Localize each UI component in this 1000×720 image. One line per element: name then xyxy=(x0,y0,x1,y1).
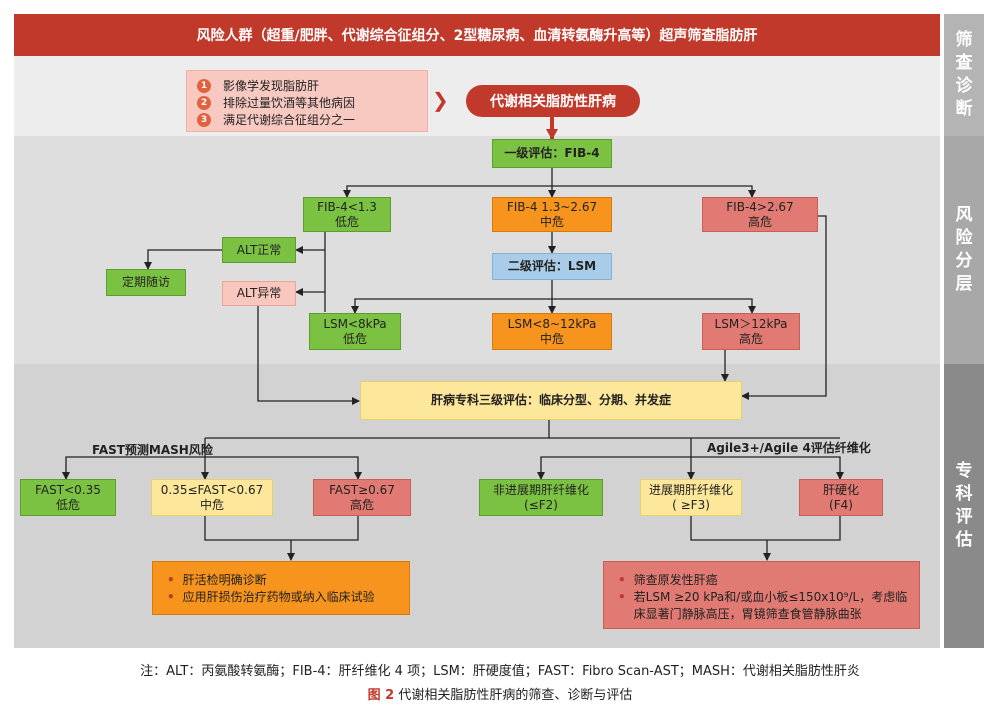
criterion-text: 排除过量饮酒等其他病因 xyxy=(223,96,356,110)
regular-followup: 定期随访 xyxy=(106,269,186,296)
action-text: 肝活检明确诊断 xyxy=(182,573,267,587)
box-line2: (F4) xyxy=(829,497,853,512)
action-item: • 肝活检明确诊断 xyxy=(167,572,399,589)
criterion-text: 影像学发现脂肪肝 xyxy=(223,79,320,93)
box-line2: (≤F2) xyxy=(524,497,558,512)
risk-population-banner: 风险人群（超重/肥胖、代谢综合征组分、2型糖尿病、血清转氨酶升高等）超声筛查脂肪… xyxy=(14,14,940,56)
box-label: 二级评估：LSM xyxy=(507,259,597,273)
number-badge: 3 xyxy=(197,112,211,127)
number-badge: 2 xyxy=(197,95,211,110)
box-label: ALT正常 xyxy=(236,242,282,257)
box-line1: 肝硬化 xyxy=(822,482,859,497)
criterion-1: 1 影像学发现脂肪肝 xyxy=(197,77,319,94)
action-text: 若LSM ≥20 kPa和/或血小板≤150x10⁹/L，考虑临床显著门静脉高压… xyxy=(633,590,908,621)
fibrosis-non-advanced: 非进展期肝纤维化(≤F2) xyxy=(479,479,603,516)
figure-caption: 图 2 代谢相关脂肪性肝病的筛查、诊断与评估 xyxy=(20,684,980,703)
bullet-icon: • xyxy=(167,590,175,604)
box-line1: FIB-4>2.67 xyxy=(726,199,794,214)
box-label: ALT异常 xyxy=(236,286,282,300)
section-label-screening: 筛查诊断 xyxy=(944,14,984,136)
box-line2: 低危 xyxy=(55,497,80,512)
level2-lsm-assessment: 二级评估：LSM xyxy=(492,253,612,280)
alt-normal: ALT正常 xyxy=(222,237,296,263)
box-line1: FAST<0.35 xyxy=(35,482,101,497)
criterion-3: 3 满足代谢综合征组分之一 xyxy=(197,111,355,128)
box-label: 定期随访 xyxy=(121,275,170,289)
caption-text: 代谢相关脂肪性肝病的筛查、诊断与评估 xyxy=(398,688,633,703)
box-line2: 高危 xyxy=(747,214,772,229)
section-label-specialist: 专科评估 xyxy=(944,364,984,648)
bullet-icon: • xyxy=(167,573,175,587)
box-line1: 0.35≤FAST<0.67 xyxy=(160,482,264,497)
action-text: 筛查原发性肝癌 xyxy=(633,573,718,587)
figure-note: 注：ALT：丙氨酸转氨酶；FIB-4：肝纤维化 4 项；LSM：肝硬度值；FAS… xyxy=(140,664,860,679)
fast-label: FAST预测MASH风险 xyxy=(92,443,213,457)
box-line1: LSM＞12kPa xyxy=(714,316,788,331)
diagnosis-mafld: 代谢相关脂肪性肝病 xyxy=(466,85,640,117)
section-label-stratification: 风险分层 xyxy=(944,136,984,364)
box-line1: 非进展期肝纤维化 xyxy=(492,482,589,497)
criterion-text: 满足代谢综合征组分之一 xyxy=(223,113,356,127)
box-line2: ( ≥F3) xyxy=(672,497,710,512)
level3-specialist-assessment: 肝病专科三级评估：临床分型、分期、并发症 xyxy=(360,381,742,420)
box-line2: 低危 xyxy=(334,214,359,229)
level1-fib4-assessment: 一级评估：FIB-4 xyxy=(492,139,612,168)
number-badge: 1 xyxy=(197,78,211,93)
box-line1: FAST≥0.67 xyxy=(329,482,395,497)
box-line2: 高危 xyxy=(349,497,374,512)
box-line2: 中危 xyxy=(539,331,564,346)
action-item: • 筛查原发性肝癌 xyxy=(618,572,909,589)
right-actions: • 筛查原发性肝癌 • 若LSM ≥20 kPa和/或血小板≤150x10⁹/L，考… xyxy=(603,561,920,629)
bullet-icon: • xyxy=(618,590,626,604)
cirrhosis: 肝硬化(F4) xyxy=(799,479,883,516)
agile-label: Agile3+/Agile 4评估纤维化 xyxy=(707,441,871,455)
box-line2: 低危 xyxy=(342,331,367,346)
box-line1: LSM<8kPa xyxy=(323,316,387,331)
box-line1: 进展期肝纤维化 xyxy=(648,482,733,497)
bullet-icon: • xyxy=(618,573,626,587)
caption-number: 图 2 xyxy=(367,688,395,703)
box-line1: LSM<8~12kPa xyxy=(507,316,597,331)
action-item: • 若LSM ≥20 kPa和/或血小板≤150x10⁹/L，考虑临床显著门静脉高… xyxy=(618,589,909,623)
box-line1: FIB-4 1.3~2.67 xyxy=(506,199,598,214)
fibrosis-advanced: 进展期肝纤维化( ≥F3) xyxy=(640,479,742,516)
criterion-2: 2 排除过量饮酒等其他病因 xyxy=(197,94,355,111)
diagnostic-criteria: 1 影像学发现脂肪肝 2 排除过量饮酒等其他病因 3 满足代谢综合征组分之一 xyxy=(186,70,428,132)
left-actions: • 肝活检明确诊断 • 应用肝损伤治疗药物或纳入临床试验 xyxy=(152,561,410,615)
box-line2: 中危 xyxy=(199,497,224,512)
box-line2: 高危 xyxy=(738,331,763,346)
action-item: • 应用肝损伤治疗药物或纳入临床试验 xyxy=(167,589,399,606)
box-line2: 中危 xyxy=(539,214,564,229)
action-text: 应用肝损伤治疗药物或纳入临床试验 xyxy=(182,590,375,604)
alt-abnormal: ALT异常 xyxy=(222,281,296,306)
box-line1: FIB-4<1.3 xyxy=(317,199,377,214)
chevron-right-icon: ❯ xyxy=(432,88,449,112)
box-label: 肝病专科三级评估：临床分型、分期、并发症 xyxy=(430,393,671,407)
box-label: 一级评估：FIB-4 xyxy=(504,146,600,160)
